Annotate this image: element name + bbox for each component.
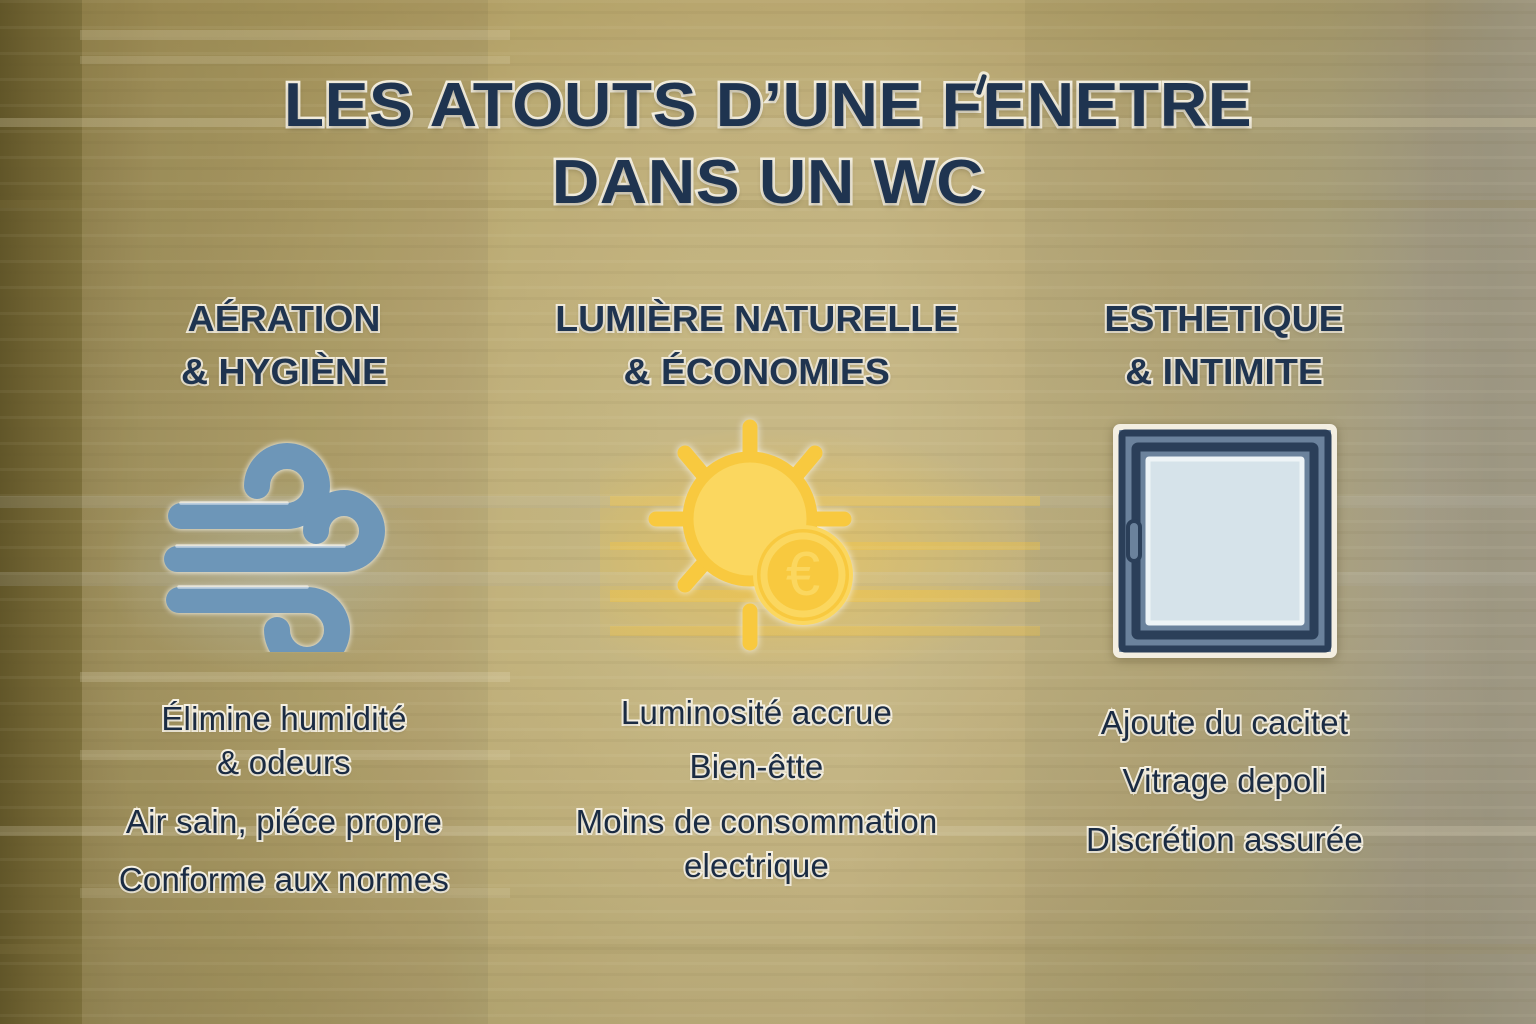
- benefit-item: Moins de consommation electrique: [574, 801, 940, 887]
- benefit-item: Luminosité accrue: [619, 692, 894, 733]
- benefit-column-esthetique: ESTHETIQUE & INTIMITE Ajoute du cacitet …: [1025, 292, 1536, 1024]
- poster-title: LES ATOUTS D’UNE FENETRE DANS UN WC: [0, 71, 1536, 217]
- column-heading-line-2: & ÉCONOMIES: [621, 349, 891, 394]
- column-heading-aeration: AÉRATION & HYGIÈNE: [179, 292, 389, 399]
- column-heading-line-1: AÉRATION: [186, 296, 383, 341]
- sun-euro-icon: €: [622, 417, 892, 663]
- column-heading-line-2: & HYGIÈNE: [179, 349, 389, 394]
- column-heading-line-1: ESTHETIQUE: [1103, 296, 1346, 341]
- benefit-item: Conforme aux normes: [117, 859, 451, 900]
- window-icon: [1110, 419, 1340, 663]
- benefit-item: Discrétion assurée: [1084, 819, 1365, 860]
- benefit-column-aeration: AÉRATION & HYGIÈNE: [0, 292, 488, 1024]
- benefit-item: Vitrage depoli: [1120, 760, 1328, 801]
- benefit-columns: AÉRATION & HYGIÈNE: [0, 292, 1536, 1024]
- background-right-edge: [1424, 0, 1536, 1024]
- benefit-item: Élimine humidité & odeurs: [159, 698, 408, 784]
- title-line-2: DANS UN WC: [549, 147, 986, 217]
- benefit-list-aeration: Élimine humidité & odeurs Air sain, piéc…: [117, 697, 451, 917]
- column-heading-line-2: & INTIMITE: [1124, 349, 1326, 394]
- background-left-edge: [0, 0, 82, 1024]
- benefit-column-lumiere: LUMIÈRE NATURELLE & ÉCONOMIES: [488, 292, 1025, 1024]
- benefit-list-lumiere: Luminosité accrue Bien-êtte Moins de con…: [574, 691, 940, 899]
- wind-icon: [159, 427, 409, 657]
- column-heading-line-1: LUMIÈRE NATURELLE: [553, 296, 960, 341]
- benefit-list-esthetique: Ajoute du cacitet Vitrage depoli Discrét…: [1084, 701, 1365, 877]
- svg-text:€: €: [785, 540, 819, 609]
- column-heading-esthetique: ESTHETIQUE & INTIMITE: [1103, 292, 1346, 399]
- benefit-item: Ajoute du cacitet: [1099, 702, 1350, 743]
- title-line-1: LES ATOUTS D’UNE FENETRE: [281, 71, 1254, 140]
- benefit-item: Bien-êtte: [688, 746, 826, 787]
- benefit-item: Air sain, piéce propre: [124, 801, 444, 842]
- column-heading-lumiere: LUMIÈRE NATURELLE & ÉCONOMIES: [553, 292, 960, 399]
